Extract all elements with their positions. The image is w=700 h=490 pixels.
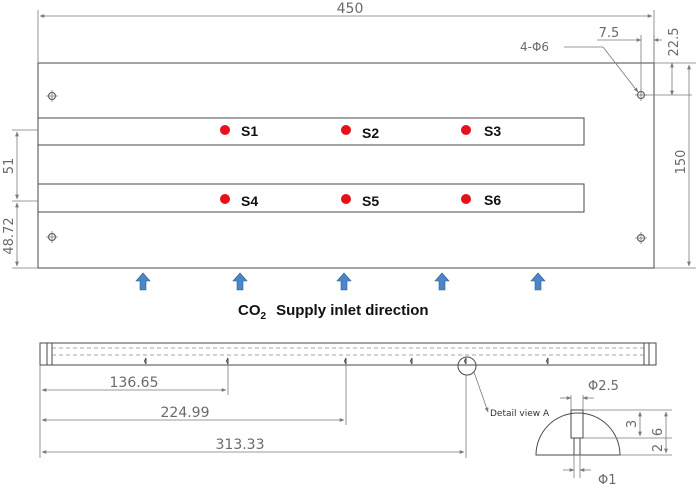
- dim-label-channel-pitch: 51: [2, 158, 17, 175]
- dim-left-channels: 51 48.72: [2, 129, 38, 269]
- dim-label-224: 224.99: [161, 405, 210, 421]
- sensor-markers: S1 S2 S3 S4 S5 S6: [220, 123, 501, 209]
- side-view: Detail view A 136.65 224.99 313.33 Φ2.5: [39, 342, 672, 488]
- inlet-arrow-icon: [434, 272, 450, 291]
- dim-label-hole-y: 22.5: [667, 28, 682, 57]
- sensor-s4: S4: [220, 193, 258, 209]
- mounting-hole: [46, 231, 58, 243]
- inlet-arrow-icon: [336, 272, 352, 291]
- detail-view-a: Φ2.5 Φ1 3 6 2: [535, 379, 672, 488]
- dim-label-overall-height: 150: [674, 150, 689, 175]
- top-view: 450 150 7.5 22.5 4-Φ6: [2, 1, 696, 291]
- detail-circle: [457, 356, 477, 376]
- detail-bore: [570, 409, 584, 439]
- dim-label-channel-offset: 48.72: [2, 217, 17, 254]
- dim-overall-height: 150: [654, 62, 696, 269]
- detail-dim-depth2: 6: [651, 428, 666, 436]
- sensor-label: S5: [362, 193, 379, 209]
- mounting-hole: [46, 90, 58, 102]
- sensor-label: S3: [484, 123, 501, 139]
- inlet-arrow-icon: [135, 272, 151, 291]
- inlet-arrow-icon: [530, 272, 546, 291]
- detail-dim-top-dia: Φ2.5: [588, 379, 619, 394]
- hole-callout-label: 4-Φ6: [520, 40, 549, 54]
- detail-body: [535, 412, 621, 456]
- channel-lower: [37, 183, 585, 213]
- sensor-s6: S6: [461, 192, 501, 208]
- dim-hole-offset: 7.5 22.5: [597, 26, 692, 96]
- sensor-label: S4: [241, 193, 258, 209]
- sensor-label: S6: [484, 192, 501, 208]
- inlet-arrow-icon: [232, 272, 248, 291]
- inlet-arrows: [135, 272, 546, 291]
- sensor-dot: [461, 194, 471, 204]
- sensor-dot: [341, 194, 351, 204]
- sensor-s3: S3: [461, 123, 501, 139]
- sensor-label: S2: [362, 125, 379, 141]
- sensor-s2: S2: [341, 125, 379, 141]
- sensor-dot: [220, 125, 230, 135]
- sensor-dot: [461, 125, 471, 135]
- mounting-hole: [635, 232, 647, 244]
- detail-view-label: Detail view A: [490, 409, 550, 419]
- channel-upper: [37, 117, 585, 146]
- sensor-s5: S5: [341, 193, 379, 209]
- dim-port-positions: 136.65 224.99 313.33: [39, 364, 467, 458]
- sensor-label: S1: [241, 123, 258, 139]
- sensor-dot: [220, 194, 230, 204]
- dim-label-overall-width: 450: [337, 1, 364, 17]
- sensor-s1: S1: [220, 123, 258, 139]
- dim-overall-width: 450: [37, 1, 655, 63]
- mounting-holes: [46, 89, 647, 244]
- detail-dim-bottom-dia: Φ1: [598, 473, 617, 488]
- dim-label-hole-x: 7.5: [599, 26, 620, 41]
- sensor-ports: [143, 357, 549, 365]
- hole-callout: 4-Φ6: [520, 40, 639, 93]
- plate-outline: [37, 62, 655, 269]
- dim-label-136: 136.65: [110, 375, 159, 391]
- detail-dim-depth1: 3: [625, 420, 640, 428]
- side-outline: [39, 342, 657, 366]
- sensor-dot: [341, 125, 351, 135]
- detail-dim-depth3: 2: [651, 444, 666, 452]
- dim-label-313: 313.33: [216, 437, 265, 453]
